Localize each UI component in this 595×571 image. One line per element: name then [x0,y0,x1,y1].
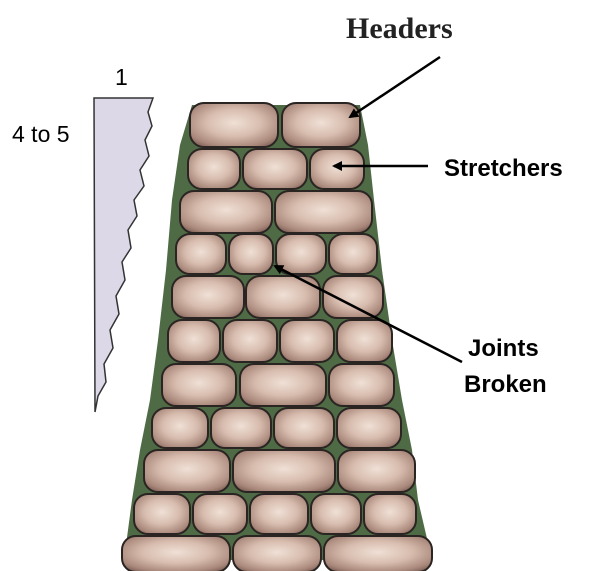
stone-6-4 [337,320,392,362]
joints-label-line2: Broken [464,371,547,398]
stone-11-3 [324,536,432,571]
stone-3-2 [275,191,372,233]
stone-4-2 [229,234,273,274]
stone-11-2 [233,536,321,571]
stone-5-1 [172,276,244,318]
joints-label-line1: Joints [468,335,539,362]
stone-10-5 [364,494,416,534]
stone-4-3 [276,234,326,274]
stone-1-1 [190,103,278,147]
stone-5-3 [323,276,383,318]
stone-7-1 [162,364,236,406]
stone-8-4 [337,408,401,448]
stone-1-2 [282,103,360,147]
stone-6-1 [168,320,220,362]
stone-11-1 [122,536,230,571]
stone-7-2 [240,364,326,406]
stone-10-1 [134,494,190,534]
batter-side-label: 4 to 5 [12,121,70,147]
stone-10-2 [193,494,247,534]
headers-label: Headers [346,12,453,45]
stone-8-1 [152,408,208,448]
stone-wall [122,103,432,571]
stone-7-3 [329,364,394,406]
stone-2-2 [243,149,307,189]
batter-slope-shape [94,98,153,412]
stone-2-3 [310,149,364,189]
stone-10-4 [311,494,361,534]
stone-6-2 [223,320,277,362]
stone-4-4 [329,234,377,274]
stone-4-1 [176,234,226,274]
stone-8-3 [274,408,334,448]
batter-indicator: 1 4 to 5 [12,64,153,412]
stone-9-1 [144,450,230,492]
batter-top-label: 1 [115,64,128,90]
stone-6-3 [280,320,334,362]
stretchers-label: Stretchers [444,155,563,182]
stone-8-2 [211,408,271,448]
stone-10-3 [250,494,308,534]
stone-9-2 [233,450,335,492]
stone-3-1 [180,191,272,233]
stone-2-1 [188,149,240,189]
stone-9-3 [338,450,415,492]
headers-arrow [350,57,440,117]
